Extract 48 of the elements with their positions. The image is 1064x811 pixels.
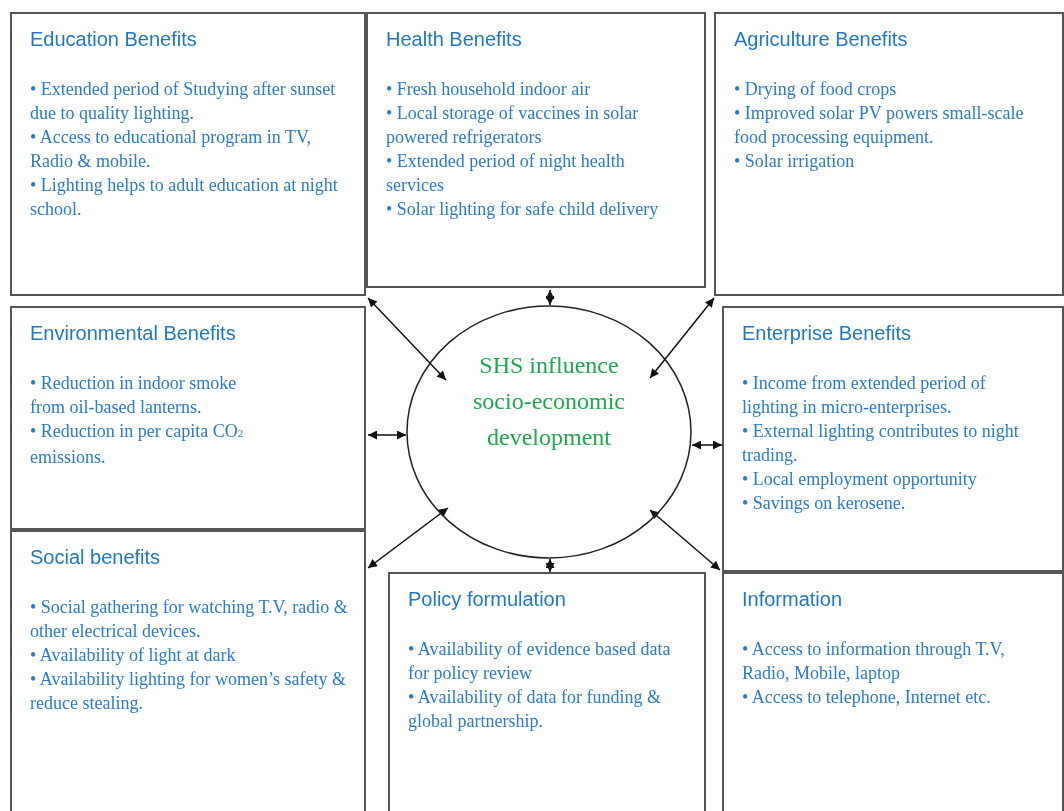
bullet-text: • Income from extended period of lighting in micro-enterprises. <box>742 372 987 419</box>
box-heading: Environmental Benefits <box>30 322 236 345</box>
benefit-box <box>722 572 1064 811</box>
box-heading: Policy formulation <box>408 588 566 611</box>
bullet-text: • Extended period of Studying after sunset due to quality lighting. <box>30 78 337 125</box>
box-heading: Agriculture Benefits <box>734 28 908 51</box>
bullet-text: • Extended period of night health services <box>386 150 626 197</box>
double-arrow <box>649 297 715 379</box>
bullet-text: • Availability lighting for women’s safety & reduce stealing. <box>30 668 347 715</box>
benefit-box <box>388 572 706 811</box>
bullet-text: • Access to information through T.V, Radio, Mobile, laptop <box>742 638 1006 685</box>
bullet-text: • Fresh household indoor air <box>386 78 592 101</box>
benefit-box <box>10 12 366 296</box>
double-arrow <box>545 289 555 306</box>
benefit-box <box>714 12 1064 296</box>
double-arrow <box>649 509 721 571</box>
ellipse-text: SHS influence socio-economic development <box>472 351 626 452</box>
benefit-box <box>10 306 366 530</box>
bullet-text: • Solar irrigation <box>734 150 856 173</box>
double-arrow <box>545 558 555 573</box>
bullet-text: • Savings on kerosene. <box>742 492 907 515</box>
bullet-text: • Solar lighting for safe child delivery <box>386 198 660 221</box>
bullet-text: • Drying of food crops <box>734 78 898 101</box>
bullet-text: • Local employment opportunity <box>742 468 978 491</box>
bullet-text: • Availability of light at dark <box>30 644 237 667</box>
central-ellipse <box>406 305 692 559</box>
bullet-text: • Availability of evidence based data for policy review <box>408 638 672 685</box>
bullet-text: • Local storage of vaccines in solar powered refrigerators <box>386 102 640 149</box>
bullet-text: • Reduction in indoor smoke from oil-based lanterns. <box>30 372 238 419</box>
box-heading: Health Benefits <box>386 28 522 51</box>
benefit-box <box>722 306 1064 572</box>
bullet-text: • Access to telephone, Internet etc. <box>742 686 992 709</box>
double-arrow <box>367 507 449 569</box>
box-heading: Enterprise Benefits <box>742 322 911 345</box>
double-arrow <box>367 430 407 440</box>
benefit-box <box>366 12 706 288</box>
bullet-text: • Improved solar PV powers small-scale food processing equipment. <box>734 102 1025 149</box>
benefit-box <box>10 530 366 811</box>
box-heading: Education Benefits <box>30 28 197 51</box>
bullet-text: • Availability of data for funding & global partnership. <box>408 686 662 733</box>
box-heading: Information <box>742 588 843 611</box>
bullet-text: • Lighting helps to adult education at night school. <box>30 174 339 221</box>
double-arrow <box>367 297 447 381</box>
bullet-text: • Social gathering for watching T.V, radio & other electrical devices. <box>30 596 349 643</box>
box-heading: Social benefits <box>30 546 161 569</box>
bullet-text: • Access to educational program in TV, Radio & mobile. <box>30 126 313 173</box>
double-arrow <box>691 440 723 450</box>
bullet-text: • External lighting contributes to night trading. <box>742 420 1020 467</box>
